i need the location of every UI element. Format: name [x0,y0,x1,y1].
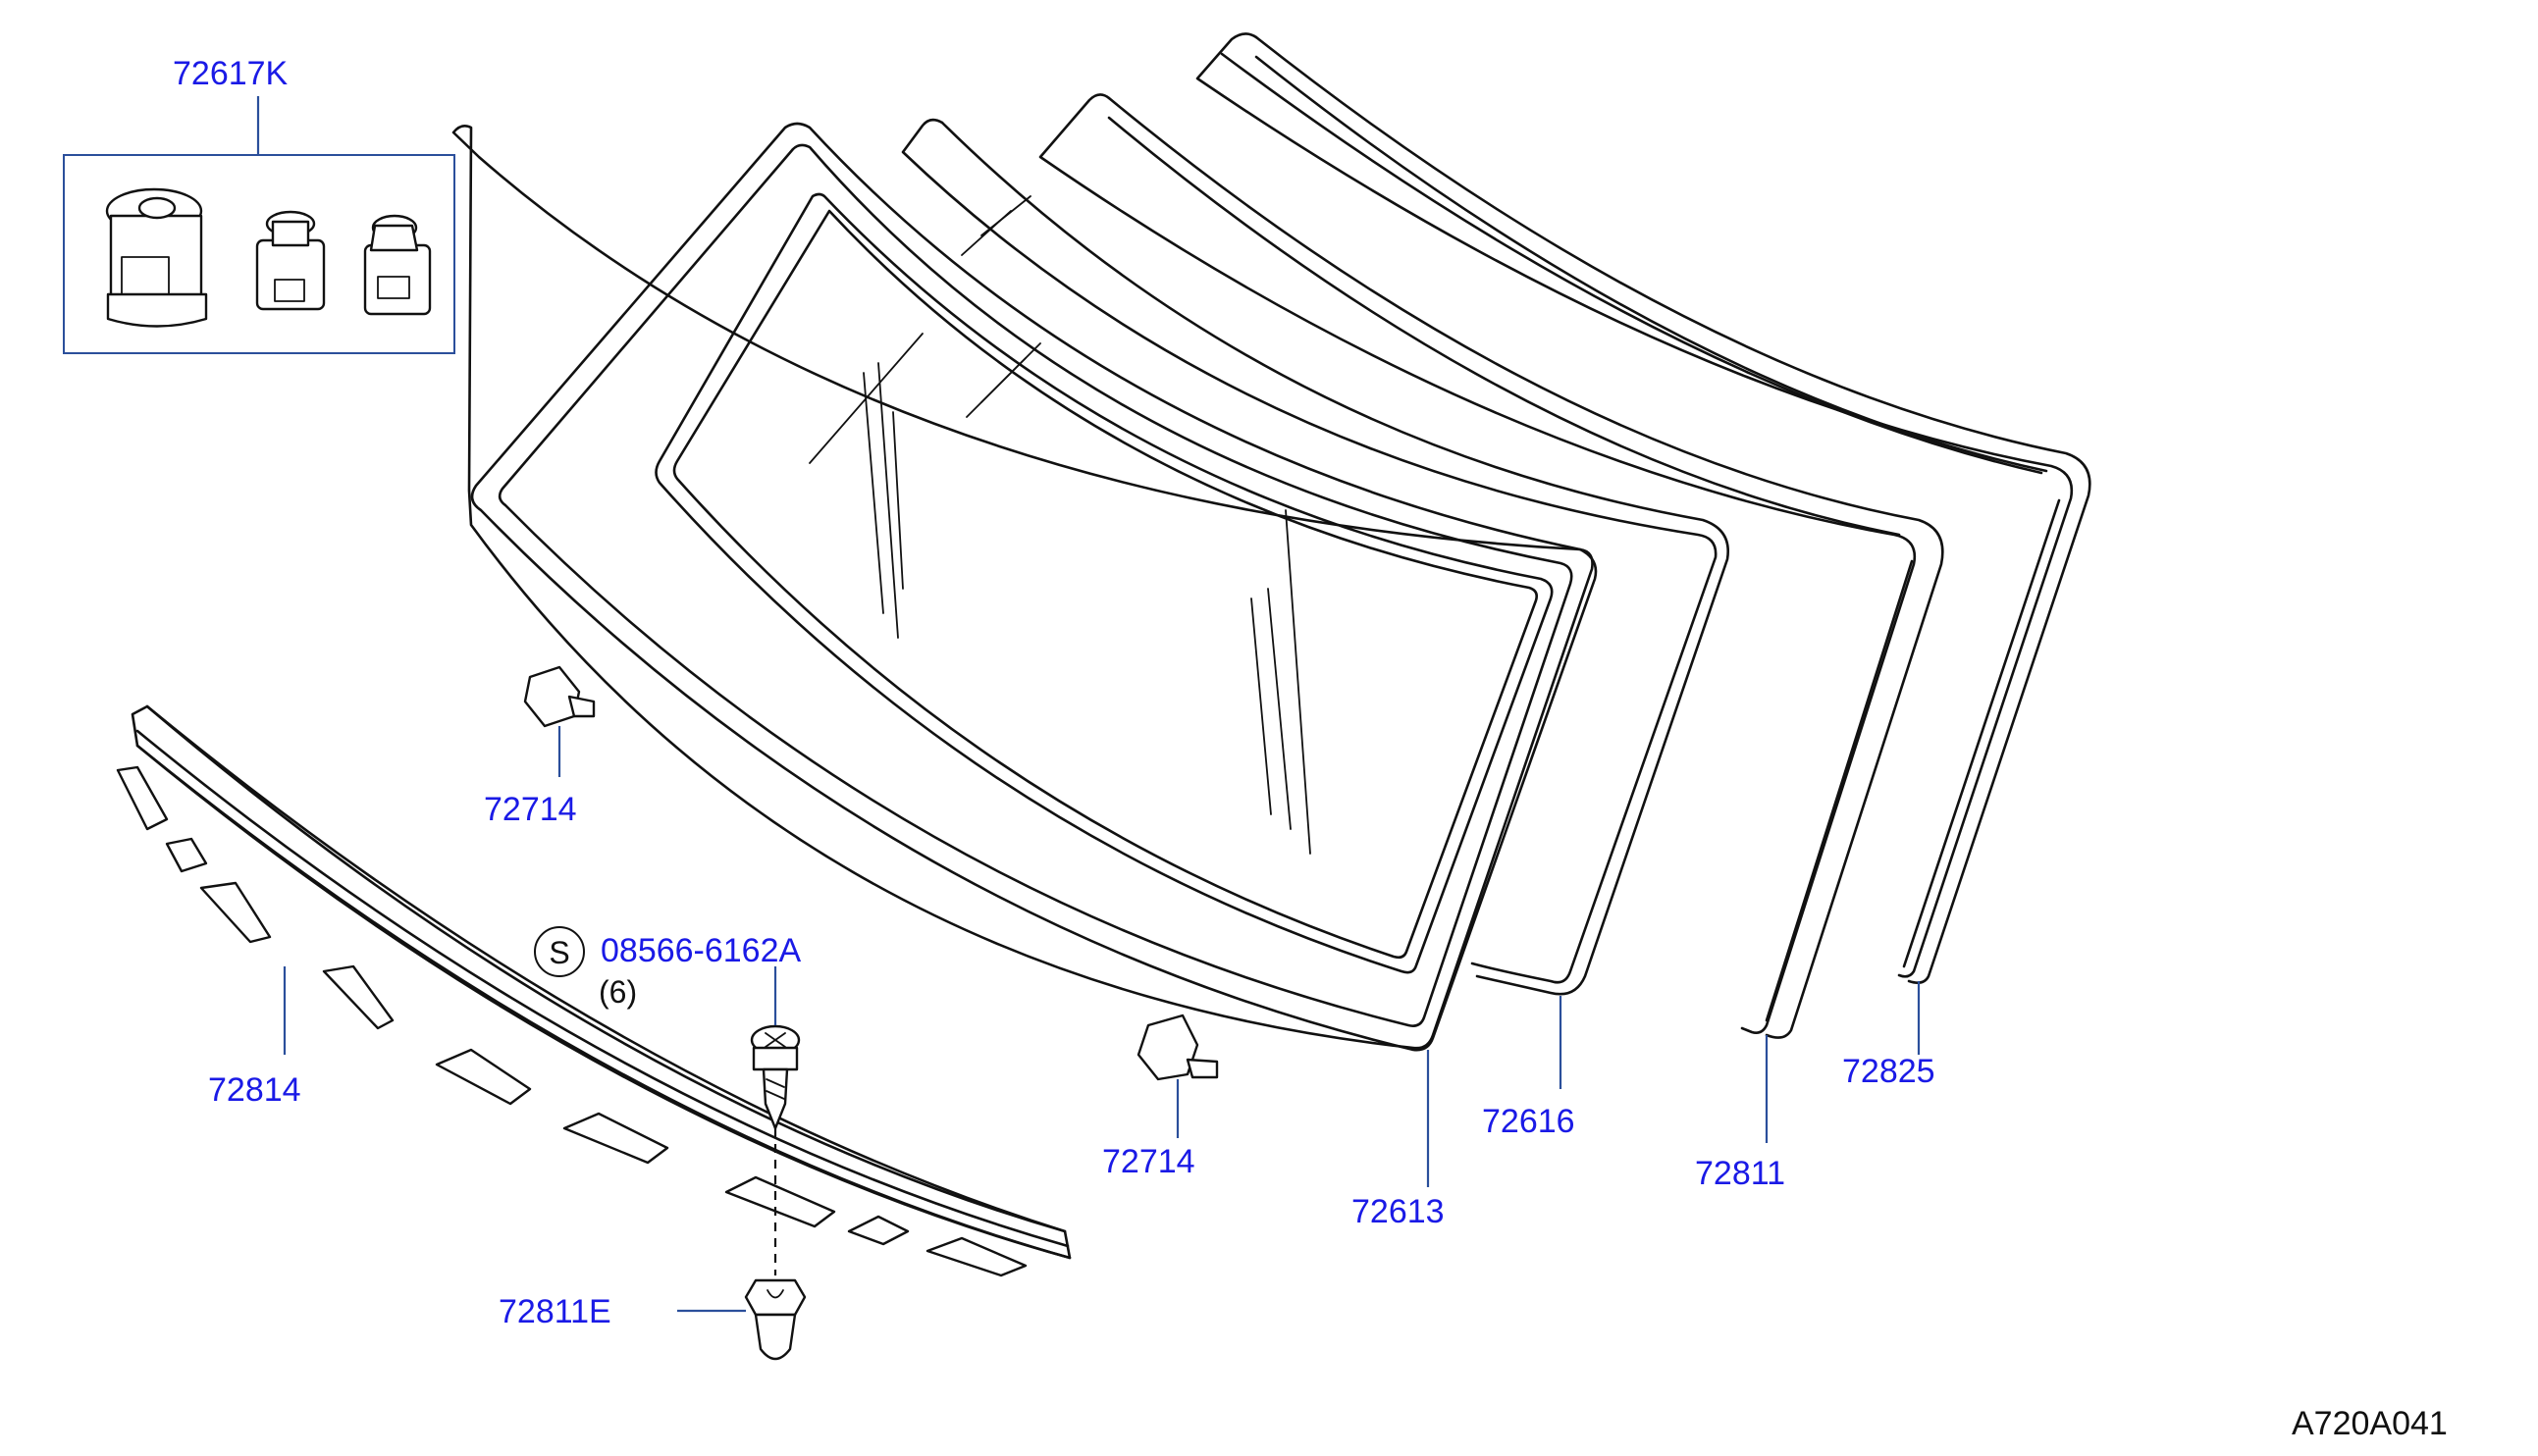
label-72714-upper: 72714 [484,791,577,828]
windshield-glass[interactable] [451,122,1598,1052]
label-72825: 72825 [1842,1053,1935,1090]
clip-lower[interactable] [1137,1014,1219,1081]
kit-box[interactable] [63,154,455,354]
grommet[interactable] [744,1278,807,1361]
leader-lines [256,96,1921,1313]
label-screw-quantity: (6) [599,974,637,1010]
label-72814: 72814 [208,1071,301,1109]
standard-part-marker-letter: S [549,935,569,970]
label-72616: 72616 [1482,1103,1575,1140]
screw[interactable] [750,1024,801,1130]
molding-outer[interactable] [1195,32,2091,984]
label-72714-lower: 72714 [1102,1143,1195,1180]
dam-rubber[interactable] [901,118,1730,996]
label-08566-6162A: 08566-6162A [601,932,802,969]
label-72811E: 72811E [499,1293,611,1330]
clip-upper[interactable] [523,665,596,728]
cowl-top-cover[interactable] [116,704,1072,1277]
molding-upper[interactable] [966,93,1944,1039]
figure-code: A720A041 [2292,1405,2448,1442]
label-72617K: 72617K [173,55,289,92]
label-72811: 72811 [1695,1155,1785,1192]
standard-part-marker [534,926,585,977]
label-72613: 72613 [1351,1193,1445,1230]
